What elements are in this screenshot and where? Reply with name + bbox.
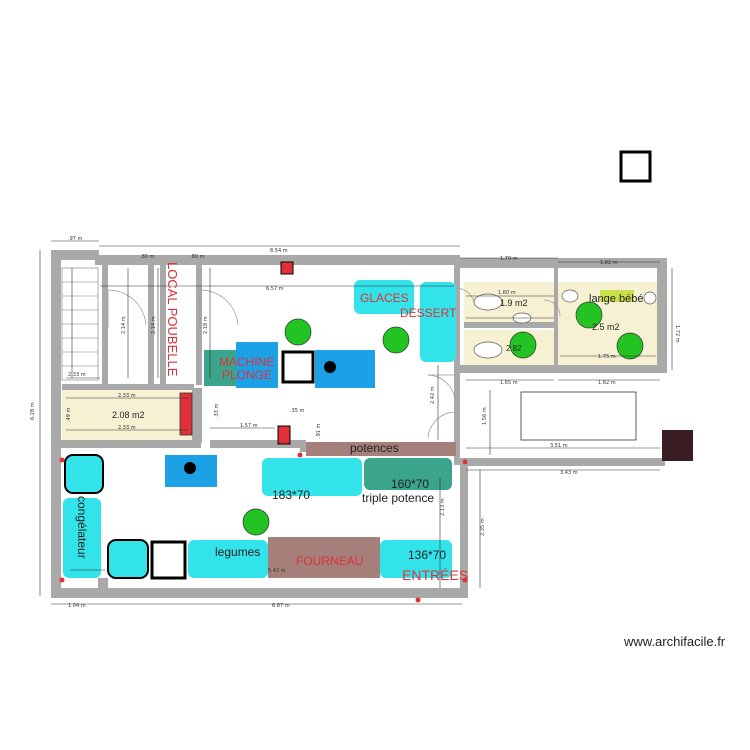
dim-351: 3.51 m — [550, 443, 568, 449]
dim-213: 2.13 m — [440, 498, 446, 516]
window-square — [619, 150, 652, 183]
wc3-area-label: 2.5 m2 — [592, 322, 620, 332]
dim-80: .80 m — [140, 254, 155, 260]
machine-label: MACHINE — [219, 355, 274, 369]
walls — [51, 250, 667, 598]
dim-214a: 2.14 m — [121, 316, 127, 334]
dim-156: 1.56 m — [482, 407, 488, 425]
dessert-counter[interactable] — [420, 282, 456, 362]
entrees-label: ENTRÉES — [402, 567, 468, 583]
local-poubelle-label: LOCAL POUBELLE — [165, 262, 180, 377]
red-dots — [59, 452, 468, 603]
dim-157: 1.57 m — [240, 423, 258, 429]
fourneau-unit[interactable] — [268, 537, 380, 578]
plonge-box[interactable] — [281, 350, 315, 384]
white-box-bottom[interactable] — [150, 540, 187, 580]
dim-170: 1.70 m — [500, 256, 518, 262]
counter-160x70[interactable] — [364, 458, 452, 490]
red-marker-top[interactable] — [280, 261, 294, 275]
counter-183-label: 183*70 — [272, 488, 310, 502]
dim-242: 2.42 m — [430, 386, 436, 404]
dimension-lines — [39, 240, 673, 605]
dim-235: 2.35 m — [480, 518, 486, 536]
counter-160-label: 160*70 — [391, 477, 429, 491]
dim-91: .91 m — [316, 423, 322, 438]
storage-area-label: 2.08 m2 — [112, 410, 145, 420]
counter-136x70[interactable] — [380, 540, 452, 578]
dim-80b: .80 m — [190, 254, 205, 260]
dim-175: 1.75 m — [598, 354, 616, 360]
plonge-sink-right[interactable] — [315, 350, 375, 388]
plonge-sink-left[interactable] — [236, 342, 278, 388]
wc1-area-label: 1.9 m2 — [500, 298, 528, 308]
potences-bar[interactable] — [306, 442, 456, 456]
dim-182b: 1.82 m — [598, 380, 616, 386]
dim-218: 2.18 m — [203, 316, 209, 334]
counter-136-label: 136*70 — [408, 548, 446, 562]
counter-183x70[interactable] — [262, 458, 362, 496]
dim-343: 3.43 m — [560, 470, 578, 476]
dim-214b: 2.14 m — [151, 316, 157, 334]
machine-plonge-unit[interactable] — [204, 350, 238, 386]
red-marker-mid[interactable] — [277, 425, 291, 445]
congelateur-unit[interactable] — [63, 498, 101, 578]
dim-233b: 2.33 m — [118, 393, 136, 399]
legumes-label: legumes — [215, 545, 260, 559]
congelateur-label: congélateur — [75, 496, 89, 559]
dim-165: 1.65 m — [500, 380, 518, 386]
green-markers — [242, 301, 644, 536]
plonge-drain — [324, 361, 336, 373]
fridge-topleft[interactable] — [64, 454, 104, 494]
dim-657: 6.57 m — [266, 286, 284, 292]
dim-182: 1.82 m — [600, 260, 618, 266]
dessert-label: DESSERT — [400, 306, 457, 320]
lange-bebe-label: lange bébé — [589, 293, 643, 305]
dim-33: .33 m — [214, 403, 220, 418]
outdoor-table[interactable] — [520, 391, 637, 441]
dim-854: 8.54 m — [270, 248, 288, 254]
glaces-counter[interactable] — [354, 280, 414, 314]
blue-sink-drain — [184, 462, 196, 474]
dim-233c: 2.33 m — [118, 425, 136, 431]
dim-233a: 2.33 m — [68, 372, 86, 378]
staircase — [61, 267, 99, 381]
triple-potence-label: triple potence — [362, 491, 434, 505]
dim-687: 6.87 m — [272, 603, 290, 609]
potences-label: potences — [350, 441, 399, 455]
fridge-bottom[interactable] — [107, 539, 149, 579]
legumes-counter[interactable] — [188, 540, 268, 578]
door-swings — [107, 287, 561, 439]
dim-35: .35 m — [290, 408, 305, 414]
dim-628: 6.28 m — [30, 402, 36, 420]
red-hatched[interactable] — [179, 392, 193, 436]
dark-square — [662, 430, 693, 461]
dim-160: 1.60 m — [498, 290, 516, 296]
dim-104: 1.04 m — [68, 603, 86, 609]
dim-542: 5.42 m — [268, 568, 286, 574]
archifacile-credit: www.archifacile.fr — [624, 634, 726, 649]
dim-97: .97 m — [68, 236, 83, 242]
fourneau-label: FOURNEAU — [296, 554, 363, 568]
wc2-area-label: 2.82 — [506, 344, 522, 353]
plonge-label: PLONGE — [222, 368, 272, 382]
dim-49: .49 m — [66, 407, 72, 422]
storage-room-floor — [62, 390, 192, 440]
lange-bebe-mat[interactable] — [600, 290, 634, 302]
dim-172: 1.72 m — [674, 325, 680, 343]
glaces-label: GLACES — [360, 291, 409, 305]
